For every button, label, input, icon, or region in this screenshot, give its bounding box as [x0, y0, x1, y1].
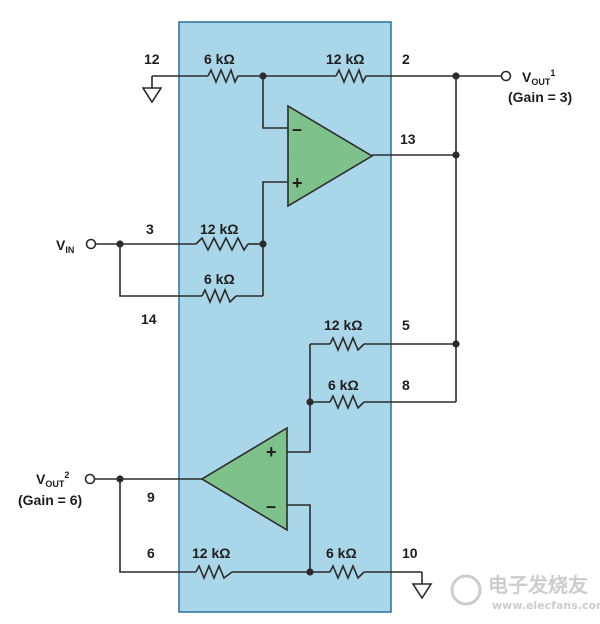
- svg-text:VOUT1: VOUT1: [522, 68, 555, 87]
- pin-label-3: 3: [146, 221, 154, 237]
- resistor-input-lower: [201, 287, 237, 305]
- resistor-label-mid-upper: 12 kΩ: [324, 317, 362, 333]
- pin-label-8: 8: [402, 377, 410, 393]
- resistor-input-upper: [195, 236, 249, 252]
- resistor-label-top-left: 6 kΩ: [204, 51, 235, 67]
- pin-label-10: 10: [402, 545, 418, 561]
- junction-dots: [116, 72, 460, 576]
- resistor-label-input-upper: 12 kΩ: [200, 221, 238, 237]
- pin-label-13: 13: [400, 131, 416, 147]
- pin-label-6: 6: [147, 545, 155, 561]
- resistor-top-left: [207, 67, 239, 85]
- vout2-label: VOUT2 (Gain = 6): [18, 470, 82, 508]
- vout1-terminal: [500, 70, 512, 82]
- vout2-gain-label: (Gain = 6): [18, 492, 82, 508]
- resistor-label-bottom-left: 12 kΩ: [192, 545, 230, 561]
- ground-icon-pin12: [141, 87, 163, 104]
- pin-label-12: 12: [144, 51, 160, 67]
- resistor-mid-lower: [329, 393, 365, 411]
- wires: [94, 75, 502, 584]
- watermark: 电子发烧友 www.elecfans.com: [450, 573, 600, 612]
- pin-label-9: 9: [147, 489, 155, 505]
- resistor-label-top-right: 12 kΩ: [326, 51, 364, 67]
- pin-label-14: 14: [141, 311, 157, 327]
- resistor-bottom-left: [195, 563, 233, 581]
- svg-text:VIN: VIN: [56, 237, 74, 255]
- watermark-text-url: www.elecfans.com: [492, 599, 600, 612]
- pin-label-2: 2: [402, 51, 410, 67]
- ground-icon-pin10: [411, 583, 433, 600]
- svg-text:VOUT2: VOUT2: [36, 470, 69, 489]
- opamp-bottom-minus-sign: –: [266, 496, 276, 516]
- resistor-label-input-lower: 6 kΩ: [204, 271, 235, 287]
- watermark-logo-icon: [450, 574, 482, 606]
- opamp-top-minus-sign: –: [292, 119, 302, 139]
- vout1-gain-label: (Gain = 3): [508, 89, 572, 105]
- resistor-top-right: [335, 67, 367, 85]
- vin-label: VIN: [56, 237, 74, 255]
- opamp-bottom: [200, 426, 288, 532]
- resistor-label-bottom-right: 6 kΩ: [326, 545, 357, 561]
- resistor-bottom-right: [329, 563, 365, 581]
- resistor-mid-upper: [329, 335, 365, 353]
- resistor-label-mid-lower: 6 kΩ: [328, 377, 359, 393]
- opamp-top-plus-sign: +: [292, 173, 303, 193]
- vout2-terminal: [84, 473, 96, 485]
- watermark-text-chinese: 电子发烧友: [488, 573, 588, 597]
- vout1-label: VOUT1 (Gain = 3): [508, 68, 572, 105]
- opamp-top: [287, 104, 374, 208]
- vin-terminal: [85, 238, 97, 250]
- opamp-bottom-plus-sign: +: [266, 442, 277, 462]
- pin-label-5: 5: [402, 317, 410, 333]
